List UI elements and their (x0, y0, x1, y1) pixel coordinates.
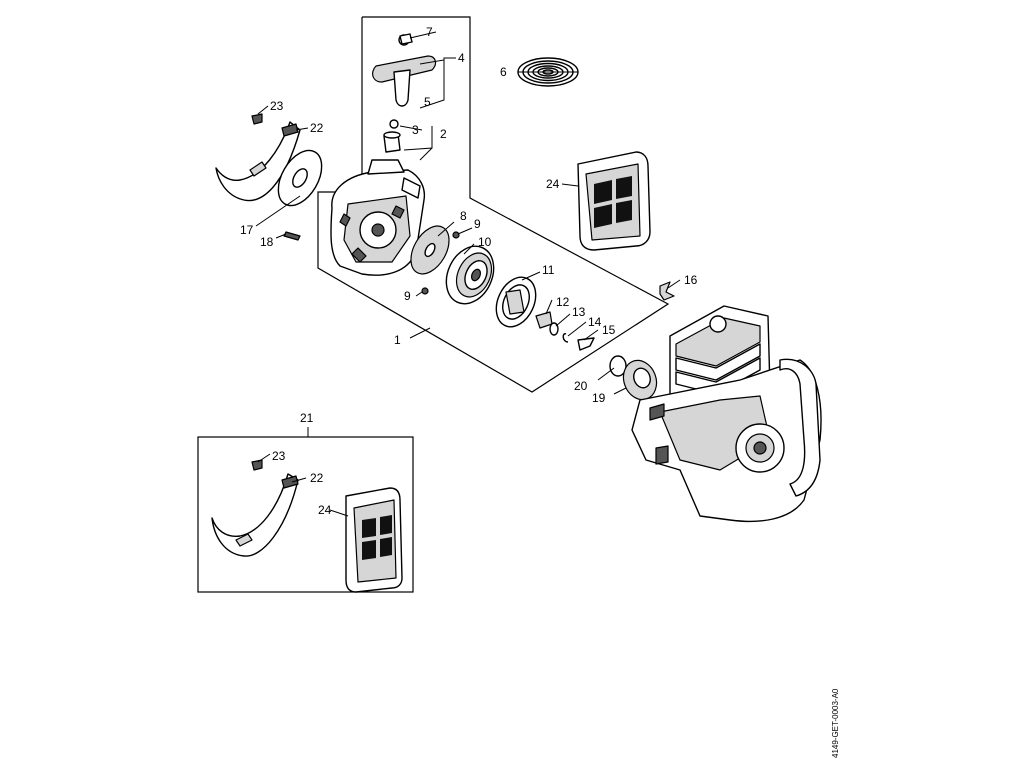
label-part-22-kit: 22 (310, 471, 324, 485)
rope-guide-bushing (383, 119, 401, 153)
rope-rotor (445, 245, 495, 305)
label-part-23-kit: 23 (272, 449, 286, 463)
shroud-kit (211, 473, 299, 557)
label-part-7: 7 (426, 25, 433, 39)
label-part-23-top: 23 (270, 99, 284, 113)
label-part-2: 2 (440, 127, 447, 141)
starter-cup (622, 359, 658, 401)
label-part-13: 13 (572, 305, 586, 319)
label-part-14: 14 (588, 315, 602, 329)
drawing-reference-number: 4149-GET-0003-A0 (831, 688, 840, 758)
screw-18 (283, 231, 301, 241)
kit-frame (197, 436, 414, 593)
label-part-3: 3 (412, 123, 419, 137)
label-part-1: 1 (394, 333, 401, 347)
screw-9-bottom (421, 287, 429, 295)
label-part-6: 6 (500, 65, 507, 79)
spring-clip-14 (562, 333, 569, 343)
label-part-11: 11 (542, 263, 555, 277)
label-part-9-top: 9 (474, 217, 481, 231)
flywheel-nut (609, 355, 627, 377)
label-part-21: 21 (300, 411, 314, 425)
leader-lines (255, 31, 681, 517)
screw-9-top (452, 231, 460, 239)
air-filter-kit (345, 487, 403, 593)
label-part-15: 15 (602, 323, 616, 337)
spring-clip-16 (659, 281, 675, 301)
retainer-15 (577, 337, 595, 351)
screw-23-top (251, 113, 263, 125)
label-part-8: 8 (460, 209, 467, 223)
label-part-24-kit: 24 (318, 503, 332, 517)
screw-23-kit (251, 459, 263, 471)
engine-block (631, 305, 822, 523)
pawl (535, 311, 553, 329)
label-part-17: 17 (240, 223, 254, 237)
label-part-19: 19 (592, 391, 606, 405)
shroud-top (215, 121, 301, 202)
pawl-carrier (495, 276, 537, 328)
label-part-24-top: 24 (546, 177, 560, 191)
starter-grip (372, 33, 437, 107)
label-part-22-top: 22 (310, 121, 324, 135)
starter-housing (330, 159, 426, 276)
label-part-9-bottom: 9 (404, 289, 411, 303)
label-part-5: 5 (424, 95, 431, 109)
label-part-18: 18 (260, 235, 274, 249)
thrust-washer (410, 225, 450, 275)
grommet-plate (277, 149, 323, 207)
label-part-10: 10 (478, 235, 492, 249)
air-filter-top (577, 151, 651, 251)
label-part-20: 20 (574, 379, 588, 393)
label-part-16: 16 (684, 273, 698, 287)
label-part-12: 12 (556, 295, 570, 309)
label-part-4: 4 (458, 51, 465, 65)
